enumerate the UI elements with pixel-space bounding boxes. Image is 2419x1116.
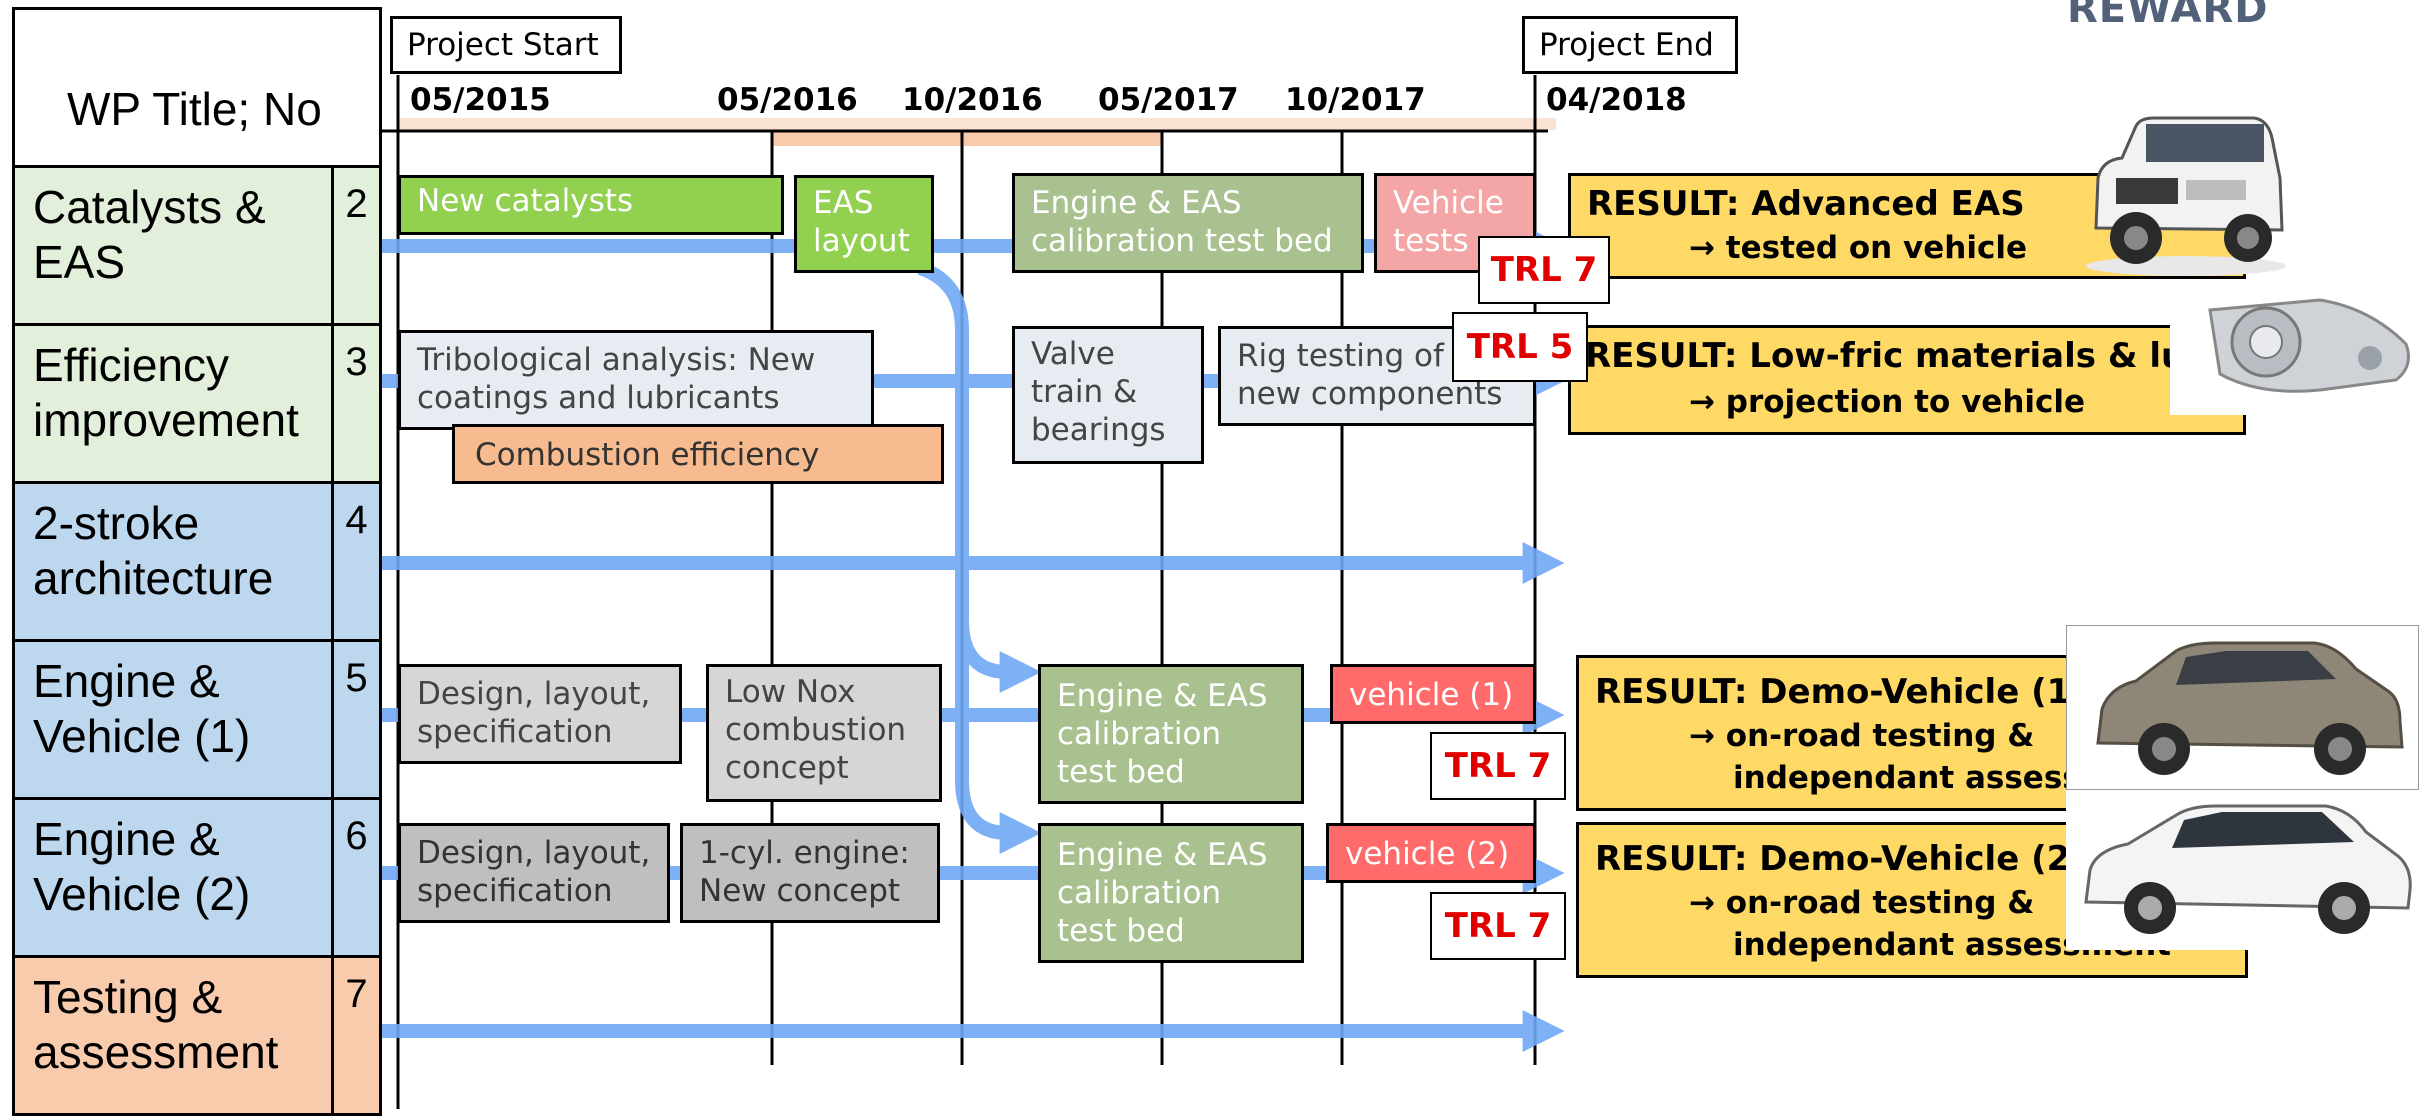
wp-header-title: WP Title; No: [67, 83, 322, 135]
wp-number: 6: [345, 814, 368, 858]
date-label-1: 05/2015: [410, 82, 551, 118]
trl-badge-wp3: TRL 5: [1452, 312, 1588, 382]
wp-number: 3: [345, 340, 368, 384]
wp-number-cell: 5: [334, 639, 382, 800]
wp-title-cell: Testing & assessment: [12, 955, 334, 1116]
task-engine-eas-calibration-5: Engine & EAS calibration test bed: [1038, 664, 1304, 804]
date-label-4: 05/2017: [1098, 82, 1239, 118]
wp-title: Testing & assessment: [33, 971, 279, 1078]
wp-number: 7: [345, 972, 368, 1016]
task-one-cyl-engine: 1-cyl. engine: New concept: [680, 823, 940, 923]
wp-number: 4: [345, 498, 368, 542]
date-label-2: 05/2016: [717, 82, 858, 118]
flow-arrow-eas-to-wp6: [955, 620, 1042, 854]
date-label-5: 10/2017: [1285, 82, 1426, 118]
task-vehicle-2: vehicle (2): [1326, 823, 1536, 883]
wp-title: Catalysts & EAS: [33, 181, 266, 288]
task-low-nox: Low Nox combustion concept: [706, 664, 942, 802]
task-design-layout-1: Design, layout, specification: [398, 664, 682, 764]
engine-part-image: [2170, 280, 2419, 415]
wp-number-cell: 2: [334, 165, 382, 326]
wp-title: Engine & Vehicle (2): [33, 813, 251, 920]
volvo-vehicle-image: [2066, 790, 2419, 950]
wp-title: Engine & Vehicle (1): [33, 655, 251, 762]
wp-title: 2-stroke architecture: [33, 497, 274, 604]
period-bar-light: [398, 118, 1556, 130]
result-wp5-line1: RESULT: Demo-Vehicle (1): [1595, 672, 2086, 712]
result-wp2-line2: → tested on vehicle: [1689, 230, 2028, 266]
wp-number-cell: 6: [334, 797, 382, 958]
project-start-label: Project Start: [390, 16, 622, 74]
result-wp6-line2: → on-road testing &: [1689, 885, 2035, 921]
period-bar-dark: [772, 130, 1162, 146]
wp-title-cell: Catalysts & EAS: [12, 165, 334, 326]
result-wp5-line2: → on-road testing &: [1689, 718, 2035, 754]
result-wp2-line1: RESULT: Advanced EAS: [1587, 184, 2025, 224]
wp-number: 2: [345, 182, 368, 226]
date-label-6: 04/2018: [1546, 82, 1687, 118]
task-vehicle-tests: Vehicle tests: [1374, 173, 1536, 273]
result-wp6-line1: RESULT: Demo-Vehicle (2): [1595, 839, 2086, 879]
jeep-vehicle-image: [2086, 116, 2286, 276]
task-combustion-efficiency: Combustion efficiency: [452, 424, 944, 484]
wp-title-cell: 2-stroke architecture: [12, 481, 334, 642]
result-wp3-line1: RESULT: Low-fric materials & lubri: [1585, 336, 2238, 376]
wp-number-cell: 3: [334, 323, 382, 484]
task-vehicle-1: vehicle (1): [1330, 664, 1536, 724]
renault-vehicle-image: [2066, 625, 2419, 790]
reward-logo: REWARD: [2067, 0, 2269, 32]
task-valve-train: Valve train & bearings: [1012, 326, 1204, 464]
task-engine-eas-calibration-6: Engine & EAS calibration test bed: [1038, 823, 1304, 963]
task-engine-eas-calibration-1: Engine & EAS calibration test bed: [1012, 173, 1364, 273]
task-new-catalysts: New catalysts: [398, 175, 784, 235]
wp-number: 5: [345, 656, 368, 700]
trl-badge-wp6: TRL 7: [1430, 892, 1566, 960]
task-eas-layout: EAS layout: [794, 175, 934, 273]
task-design-layout-2: Design, layout, specification: [398, 823, 670, 923]
wp-header-cell: WP Title; No: [12, 7, 382, 167]
result-box-wp3: RESULT: Low-fric materials & lubri → pro…: [1568, 325, 2246, 435]
project-end-label: Project End: [1522, 16, 1738, 74]
result-wp3-line2: → projection to vehicle: [1689, 384, 2086, 420]
wp-title-cell: Efficiency improvement: [12, 323, 334, 484]
task-tribological-analysis: Tribological analysis: New coatings and …: [398, 330, 874, 430]
wp-title-cell: Engine & Vehicle (1): [12, 639, 334, 800]
wp-title-cell: Engine & Vehicle (2): [12, 797, 334, 958]
result-wp5-line3: independant assessm: [1733, 760, 2114, 796]
trl-badge-wp5: TRL 7: [1430, 732, 1566, 800]
wp-title: Efficiency improvement: [33, 339, 299, 446]
date-label-3: 10/2016: [902, 82, 1043, 118]
trl-badge-wp2: TRL 7: [1478, 236, 1610, 304]
